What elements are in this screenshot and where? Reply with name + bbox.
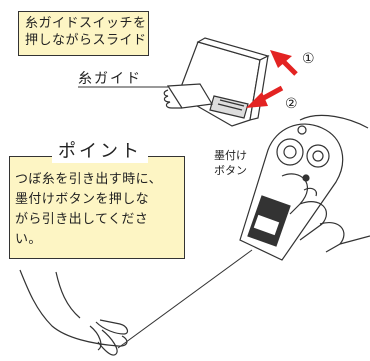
point-text: つぼ糸を引き出す時に、 墨付けボタンを押しな がら引き出してくださ い。 [15, 170, 187, 250]
arrow-up-icon [270, 50, 298, 76]
callout-line: 押しながらスライド [25, 33, 147, 48]
point-text-line: つぼ糸を引き出す時に、 [15, 172, 163, 187]
callout-line: 糸ガイドスイッチを [25, 16, 147, 31]
slide-instruction-callout: 糸ガイドスイッチを 押しながらスライド [18, 11, 149, 56]
point-text-line: い。 [15, 232, 42, 247]
hand-holding-end [19, 269, 129, 356]
point-text-line: がら引き出してくださ [15, 212, 149, 227]
arrow-down-icon [246, 85, 284, 108]
chalk-button-label: 墨付け ボタン [214, 148, 247, 178]
chalk-thread [117, 249, 253, 349]
point-title: ポイント [52, 137, 148, 163]
hand [281, 114, 370, 253]
thread-guide-part [163, 83, 213, 109]
thread-guide-device [177, 37, 270, 127]
point-text-line: 墨付けボタンを押しな [15, 192, 150, 207]
chalk-button-label-line: ボタン [214, 164, 247, 177]
step-1-marker: ① [302, 51, 315, 67]
chalk-line-tool [239, 123, 344, 261]
chalk-button-label-line: 墨付け [214, 149, 247, 162]
thread-guide-label: 糸ガイド [78, 71, 142, 87]
step-2-marker: ② [285, 96, 298, 112]
point-box [9, 156, 185, 259]
